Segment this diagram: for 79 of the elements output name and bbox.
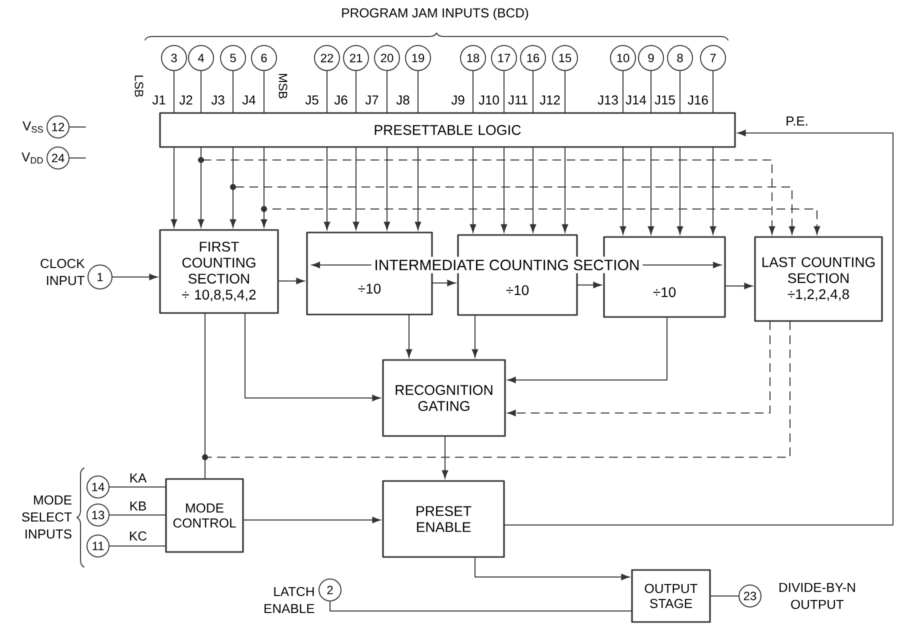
section-label: INTERMEDIATE COUNTING SECTION: [371, 256, 643, 274]
connector: [725, 282, 752, 290]
connector: [472, 70, 474, 113]
connector: [352, 147, 360, 230]
connector: [69, 126, 86, 128]
connector: [648, 147, 654, 234]
edge-label: P.E.: [784, 116, 810, 126]
block-box: RECOGNITION GATING: [382, 359, 506, 437]
connector: [384, 147, 390, 230]
connector: [620, 147, 626, 234]
connector: [472, 315, 478, 358]
edge-label: J3: [210, 94, 226, 106]
connector: [500, 147, 508, 232]
connector: [712, 70, 714, 113]
edge-label: KB: [128, 500, 148, 512]
connector: [406, 314, 412, 358]
connector: [326, 70, 328, 113]
connector: [200, 70, 202, 113]
connector: [243, 516, 380, 524]
connector: [676, 147, 684, 234]
edge-label: J7: [364, 94, 380, 106]
connector: [650, 70, 652, 113]
connector: [244, 313, 380, 402]
edge-label: KC: [128, 530, 148, 542]
block-box: OUTPUT STAGE: [631, 569, 711, 623]
connector: [710, 147, 716, 234]
connector: [432, 280, 456, 286]
side-label: MSB: [278, 74, 288, 98]
connector: [109, 514, 166, 516]
connector: [508, 321, 770, 416]
pin-label: LATCH ENABLE: [264, 586, 314, 614]
side-label: LSB: [134, 76, 144, 97]
edge-label: J10: [478, 94, 500, 106]
edge-label: J2: [178, 94, 194, 106]
edge-label: J12: [538, 94, 562, 106]
title-label: PROGRAM JAM INPUTS (BCD): [342, 8, 528, 20]
connector: [324, 147, 330, 230]
connector: [232, 70, 234, 113]
block-box: FIRST COUNTING SECTION ÷ 10,8,5,4,2: [159, 229, 279, 314]
edge-label: J4: [241, 94, 257, 106]
edge-label: J6: [333, 94, 349, 106]
edge-label: J13: [596, 94, 620, 106]
edge-label: J9: [450, 94, 466, 106]
connector: [330, 601, 632, 612]
edge-label: J14: [624, 94, 648, 106]
connector: [530, 147, 536, 232]
connector: [532, 70, 534, 113]
connector: [564, 70, 566, 113]
connector: [508, 317, 668, 384]
connector: [170, 147, 178, 228]
edge-label: J15: [654, 94, 676, 106]
edge-label: J11: [507, 94, 529, 106]
connector: [562, 147, 568, 232]
block-box: LAST COUNTING SECTION ÷1,2,2,4,8: [754, 236, 883, 322]
connector: [278, 278, 304, 284]
edge-label: J16: [686, 94, 710, 106]
edge-label: J5: [304, 94, 320, 106]
connector: [474, 557, 630, 580]
edge-label: J8: [395, 94, 411, 106]
connector: [470, 147, 476, 232]
connector: [414, 147, 422, 230]
connector: [442, 436, 448, 478]
connector: [386, 70, 388, 113]
connector: [112, 274, 158, 280]
connector: [504, 130, 894, 526]
connector: [109, 486, 166, 488]
pin-label: CLOCK INPUT: [40, 258, 85, 286]
block-box: PRESET ENABLE: [382, 480, 505, 558]
block-box: MODE CONTROL: [165, 478, 244, 553]
edge-label: J1: [151, 94, 167, 106]
connector: [577, 282, 602, 288]
pin-label: V$_{SS}$: [22, 121, 43, 133]
connector: [204, 313, 206, 479]
block-box: PRESETTABLE LOGIC: [159, 112, 736, 148]
pin-label: V$_{DD}$: [22, 152, 43, 164]
group-label: MODE SELECT INPUTS: [22, 495, 72, 539]
pin-label: DIVIDE-BY-N OUTPUT: [780, 582, 855, 610]
connector: [622, 70, 624, 113]
edge-label: KA: [128, 472, 148, 484]
